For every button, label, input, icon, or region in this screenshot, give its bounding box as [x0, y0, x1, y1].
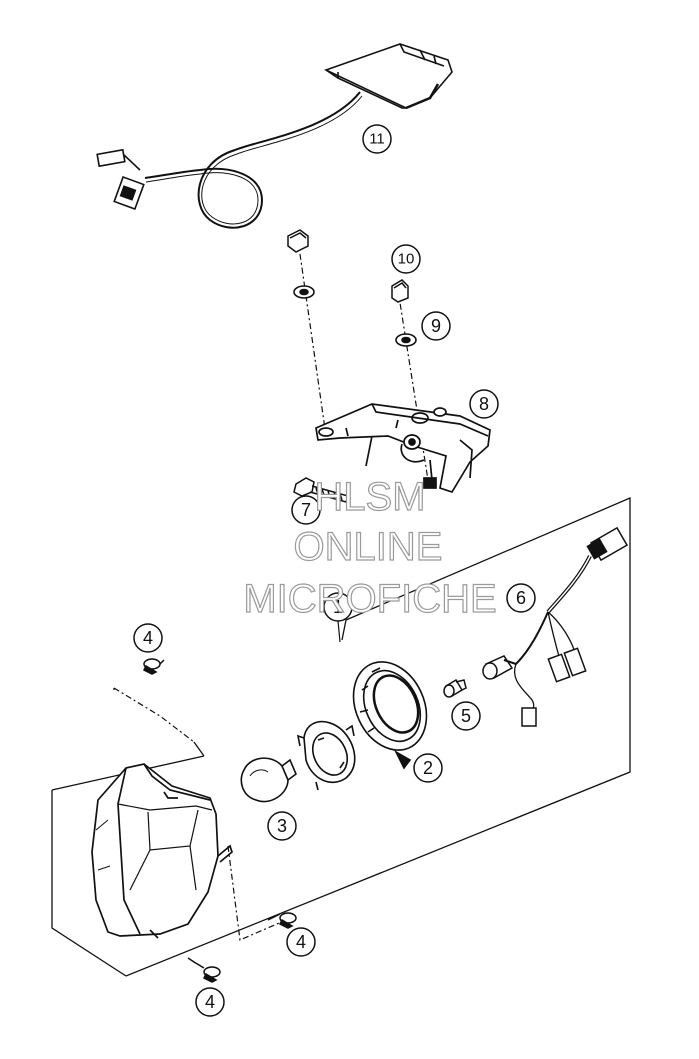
wiring-harness-icon[interactable]: [482, 526, 629, 727]
headlight-housing-icon[interactable]: [91, 763, 233, 939]
callout-9: 9: [421, 311, 451, 341]
callout-4-top: 4: [133, 623, 163, 653]
callout-5: 5: [451, 701, 481, 731]
callout-3-label: 3: [277, 816, 287, 836]
callout-1: 1: [323, 592, 353, 622]
headlight-bulb-icon[interactable]: [240, 757, 297, 803]
callout-2-label: 2: [423, 758, 433, 778]
retaining-ring-icon: [296, 720, 356, 791]
callout-1-label: 1: [333, 597, 343, 617]
callout-11: 11: [362, 124, 392, 154]
speedometer-icon[interactable]: [96, 43, 453, 229]
collar-bolt-icon[interactable]: [287, 229, 409, 303]
watermark-line-2: ONLINE: [294, 525, 443, 569]
callout-9-label: 9: [431, 316, 441, 336]
callout-3: 3: [267, 811, 297, 841]
callout-1-leader: [337, 620, 341, 643]
callout-4-bottom: 4: [195, 987, 225, 1017]
bracket-screw-icon[interactable]: [293, 477, 349, 503]
callout-7-label: 7: [301, 500, 311, 520]
washer-icon[interactable]: [293, 285, 417, 347]
watermark-line-1: HLSM: [314, 475, 425, 519]
callout-6-label: 6: [516, 588, 526, 608]
callout-5-label: 5: [461, 706, 471, 726]
callout-4-right-label: 4: [296, 932, 306, 952]
callout-11-label: 11: [369, 131, 385, 148]
parking-light-bulb-icon[interactable]: [443, 678, 467, 698]
callout-4-right: 4: [286, 927, 316, 957]
callout-4-bottom-label: 4: [205, 992, 215, 1012]
headlight-bracket-icon[interactable]: [315, 403, 491, 494]
callout-6: 6: [506, 583, 536, 613]
callout-10: 10: [391, 244, 421, 274]
callout-2: 2: [413, 753, 443, 783]
bulb-socket-seal-icon[interactable]: [340, 650, 441, 770]
mounting-screw-icon[interactable]: [142, 658, 297, 983]
callout-8-label: 8: [479, 394, 489, 414]
watermark-line-3: MICROFICHE: [243, 577, 496, 621]
assembly-lines: [113, 239, 429, 941]
callout-8: 8: [469, 389, 499, 419]
watermark: HLSM ONLINE MICROFICHE: [243, 474, 498, 621]
callout-4-top-label: 4: [143, 628, 153, 648]
callout-7: 7: [291, 495, 321, 525]
callout-10-label: 10: [398, 251, 415, 268]
